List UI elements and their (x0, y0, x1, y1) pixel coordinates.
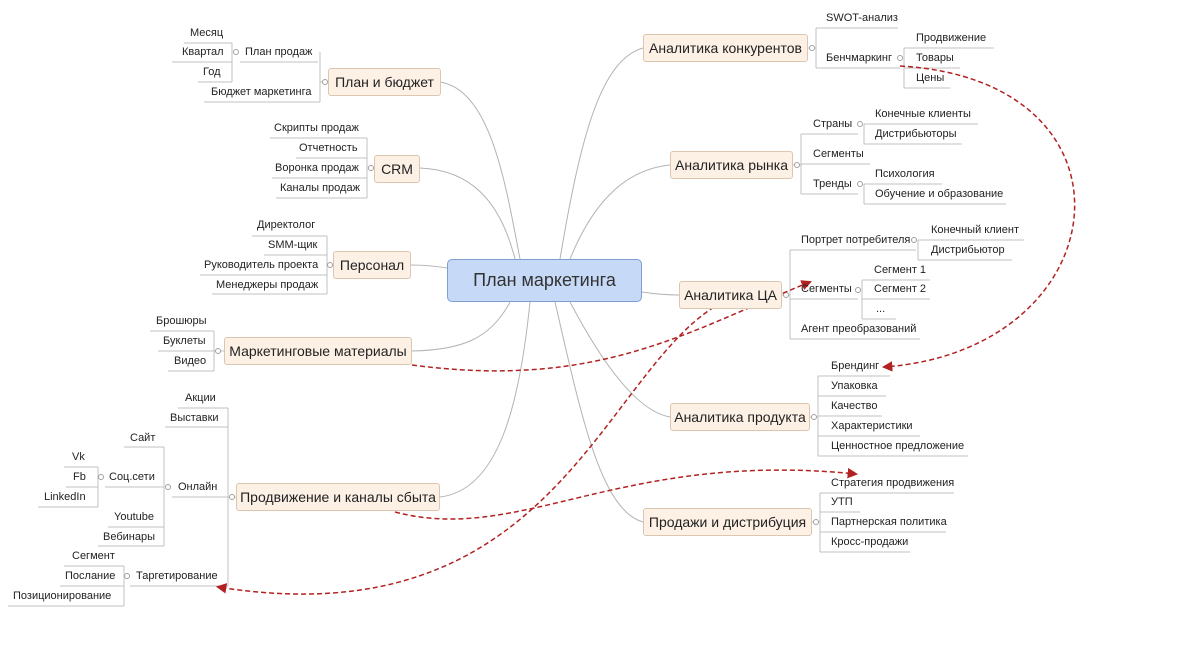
subtopic-segment[interactable]: Сегмент (72, 550, 115, 562)
subtopic-crm-item[interactable]: Каналы продаж (280, 182, 360, 194)
subtopic-marketing-budget[interactable]: Бюджет маркетинга (211, 86, 312, 98)
subtopic-social[interactable]: Соц.сети (109, 471, 155, 483)
subtopic-fb[interactable]: Fb (73, 471, 86, 483)
subtopic-psychology[interactable]: Психология (875, 168, 935, 180)
subtopic-materials-item[interactable]: Брошюры (156, 315, 207, 327)
subtopic-prices[interactable]: Цены (916, 72, 945, 84)
subtopic-quarter[interactable]: Квартал (182, 46, 224, 58)
subtopic-materials-item[interactable]: Видео (174, 355, 207, 367)
topic-materials[interactable]: Маркетинговые материалы (224, 337, 412, 365)
subtopic-positioning[interactable]: Позиционирование (13, 590, 112, 602)
subtopic-personnel-item[interactable]: SMM-щик (268, 239, 318, 251)
subtopic-youtube[interactable]: Youtube (114, 511, 154, 523)
subtopic-distributor[interactable]: Дистрибьютор (931, 244, 1005, 256)
topic-plan-budget[interactable]: План и бюджет (328, 68, 441, 96)
subtopic-vk[interactable]: Vk (72, 451, 85, 463)
subtopic-year[interactable]: Год (203, 66, 221, 78)
subtopic-segment-2[interactable]: Сегмент 2 (874, 283, 927, 295)
topic-market-analytics[interactable]: Аналитика рынка (670, 151, 793, 179)
subtopic-product-item[interactable]: Брендинг (831, 360, 880, 372)
subtopic-end-client[interactable]: Конечный клиент (931, 224, 1019, 236)
subtopic-personnel-item[interactable]: Директолог (257, 219, 316, 231)
subtopic-personnel-item[interactable]: Менеджеры продаж (216, 279, 319, 291)
topic-audience-analytics[interactable]: Аналитика ЦА (679, 281, 782, 309)
subtopic-online[interactable]: Онлайн (178, 481, 218, 493)
subtopic-product-item[interactable]: Упаковка (831, 380, 878, 392)
subtopic-sales-item[interactable]: Кросс-продажи (831, 536, 909, 548)
subtopic-swot[interactable]: SWOT-анализ (826, 12, 898, 24)
subtopic-personnel-item[interactable]: Руководитель проекта (204, 259, 319, 271)
subtopic-promotion[interactable]: Продвижение (916, 32, 987, 44)
subtopic-linkedin[interactable]: LinkedIn (44, 491, 86, 503)
subtopic-message[interactable]: Послание (65, 570, 116, 582)
subtopic-trends[interactable]: Тренды (813, 178, 852, 190)
topic-crm[interactable]: CRM (374, 155, 420, 183)
subtopic-end-clients[interactable]: Конечные клиенты (875, 108, 971, 120)
subtopic-crm-item[interactable]: Отчетность (299, 142, 358, 154)
subtopic-segment-more[interactable]: ... (876, 303, 886, 315)
topic-product-analytics[interactable]: Аналитика продукта (670, 403, 810, 431)
topic-sales-distribution[interactable]: Продажи и дистрибуция (643, 508, 812, 536)
relationship-arrow-promotion-strategy (394, 467, 859, 520)
subtopic-education[interactable]: Обучение и образование (875, 188, 1004, 200)
relationship-arrow-audience-targeting (215, 306, 715, 595)
subtopic-distributors[interactable]: Дистрибьюторы (875, 128, 957, 140)
subtopic-month[interactable]: Месяц (190, 27, 224, 39)
subtopic-segments[interactable]: Сегменты (813, 148, 864, 160)
subtopic-crm-item[interactable]: Воронка продаж (275, 162, 359, 174)
topic-personnel[interactable]: Персонал (333, 251, 411, 279)
relationship-arrow-benchmarking-branding (881, 65, 1076, 372)
subtopic-sales-item[interactable]: Партнерская политика (831, 516, 947, 528)
central-topic[interactable]: План маркетинга (447, 259, 642, 302)
subtopic-exhibitions[interactable]: Выставки (170, 412, 219, 424)
subtopic-product-item[interactable]: Ценностное предложение (831, 440, 965, 452)
subtopic-actions[interactable]: Акции (185, 392, 216, 404)
subtopic-product-item[interactable]: Качество (831, 400, 878, 412)
subtopic-segment-1[interactable]: Сегмент 1 (874, 264, 927, 276)
subtopic-audience-segments[interactable]: Сегменты (801, 283, 852, 295)
subtopic-benchmarking[interactable]: Бенчмаркинг (826, 52, 892, 64)
subtopic-sales-plan[interactable]: План продаж (245, 46, 313, 58)
subtopic-change-agent[interactable]: Агент преобразований (801, 323, 917, 335)
subtopic-product-item[interactable]: Характеристики (831, 420, 913, 432)
subtopic-countries[interactable]: Страны (813, 118, 853, 130)
subtopic-site[interactable]: Сайт (130, 432, 156, 444)
subtopic-webinars[interactable]: Вебинары (103, 531, 155, 543)
subtopic-materials-item[interactable]: Буклеты (163, 335, 206, 347)
subtopic-goods[interactable]: Товары (916, 52, 954, 64)
subtopic-consumer-portrait[interactable]: Портрет потребителя (801, 234, 911, 246)
subtopic-crm-item[interactable]: Скрипты продаж (274, 122, 359, 134)
topic-promotion[interactable]: Продвижение и каналы сбыта (236, 483, 440, 511)
topic-competitor-analytics[interactable]: Аналитика конкурентов (643, 34, 808, 62)
subtopic-sales-item[interactable]: Стратегия продвижения (831, 477, 955, 489)
subtopic-targeting[interactable]: Таргетирование (136, 570, 218, 582)
subtopic-sales-item[interactable]: УТП (831, 496, 853, 508)
